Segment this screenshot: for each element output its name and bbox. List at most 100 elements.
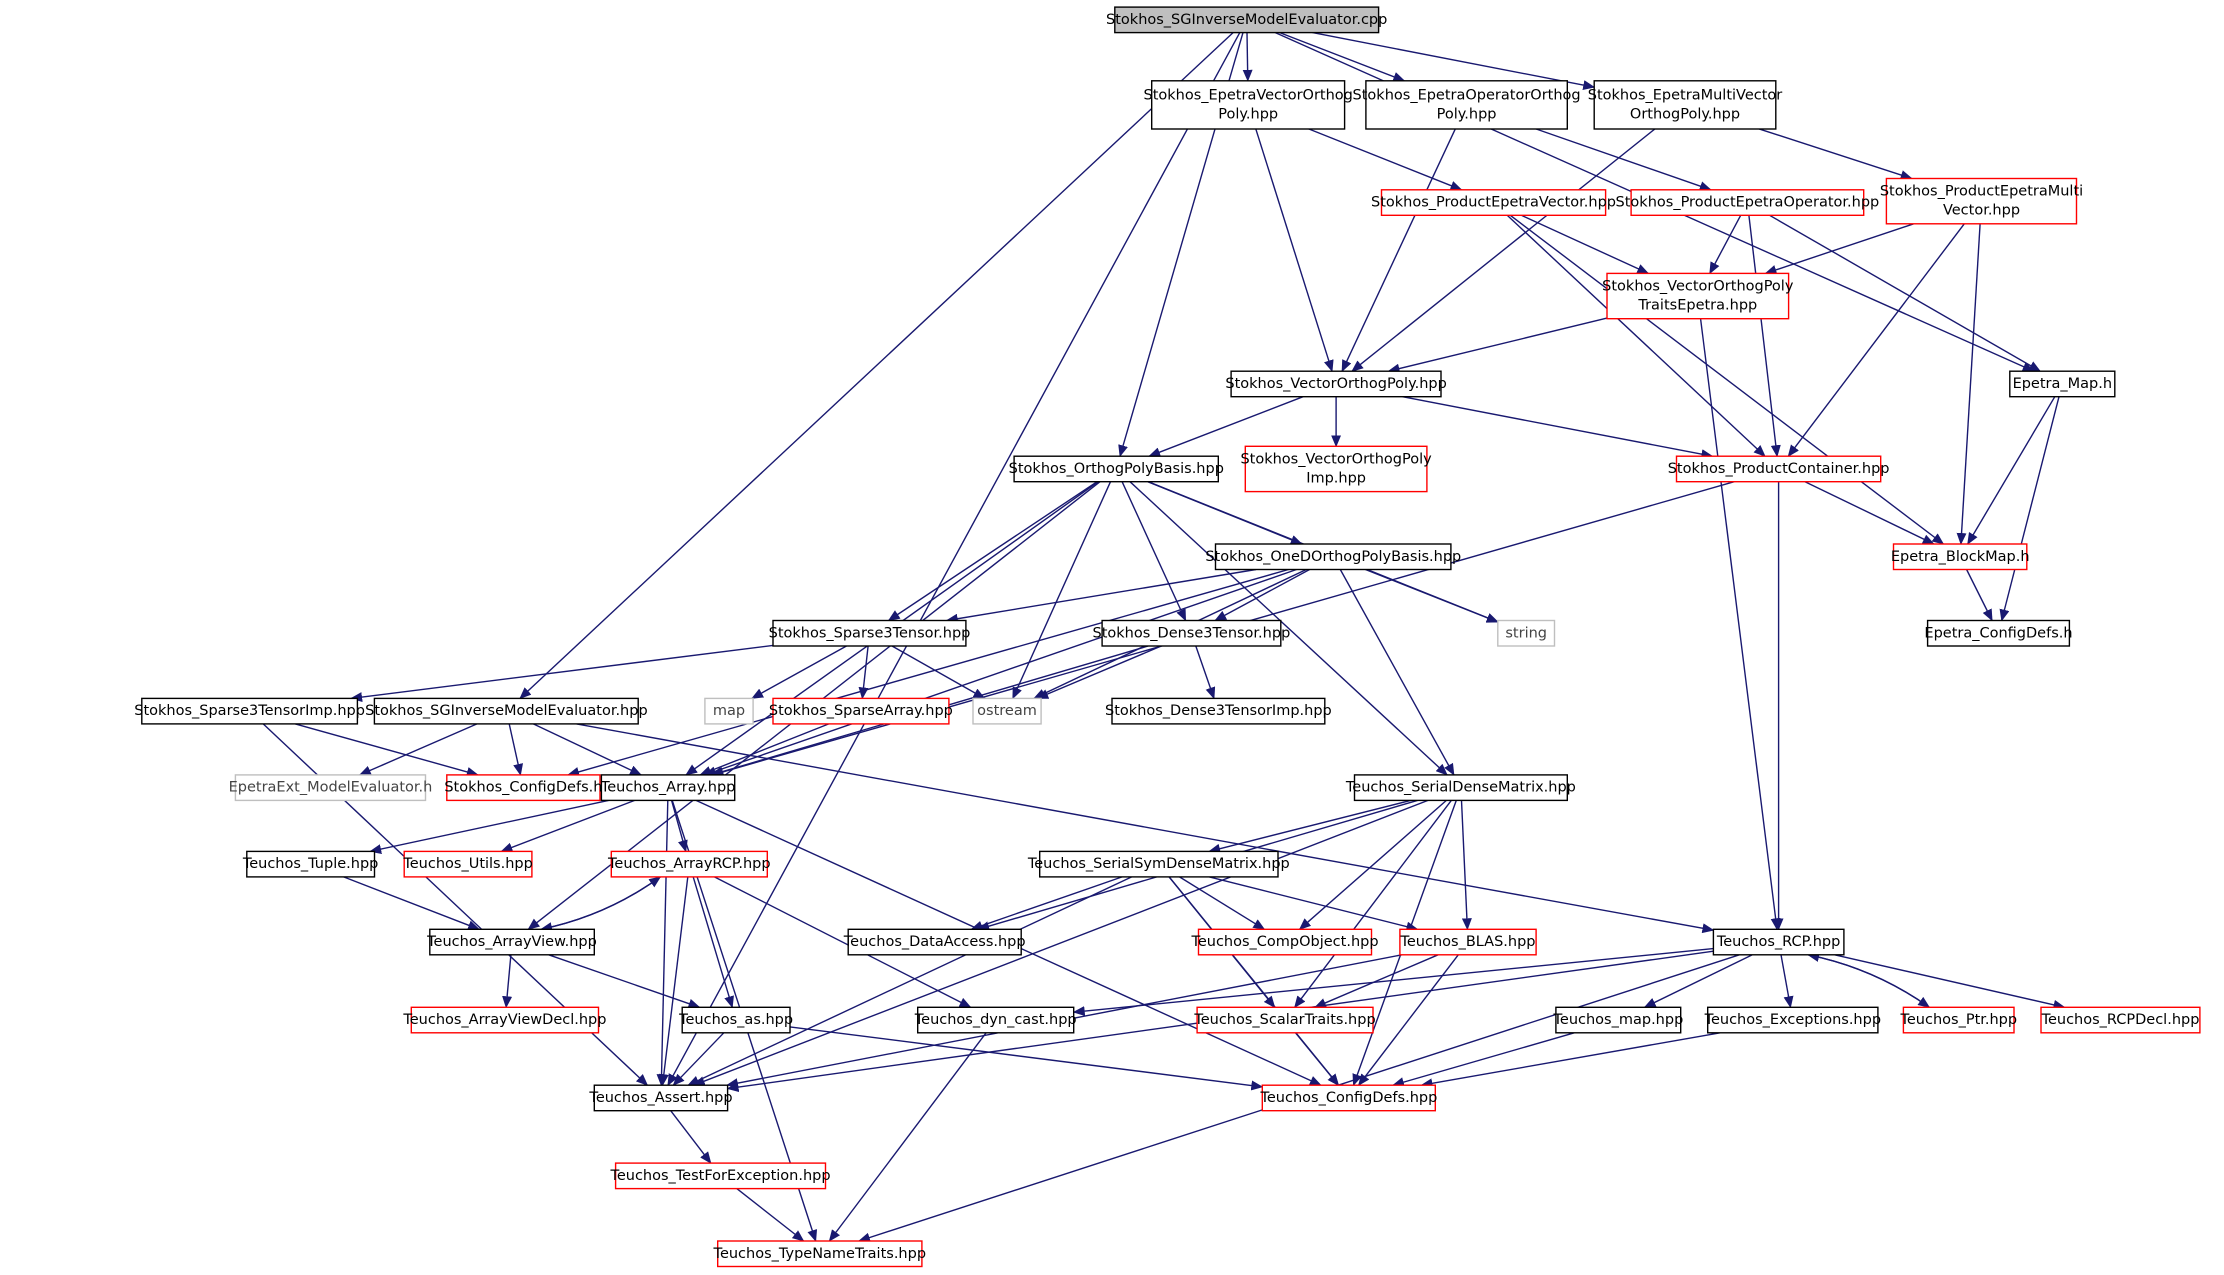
node-oned[interactable]: Stokhos_OneDOrthogPolyBasis.hpp: [1205, 543, 1461, 571]
node-util[interactable]: Teuchos_Utils.hpp: [402, 850, 533, 878]
edge-epop-to-peo: [1535, 128, 1712, 191]
node-rcpd[interactable]: Teuchos_RCPDecl.hpp: [2040, 1006, 2201, 1034]
node-da[interactable]: Teuchos_DataAccess.hpp: [843, 928, 1026, 956]
node-box: [1885, 177, 2078, 225]
node-label: Stokhos_EpetraOperatorOrthog: [1353, 87, 1581, 103]
node-blas[interactable]: Teuchos_BLAS.hpp: [1399, 928, 1537, 956]
edge-st-to-tcfg: [1294, 1032, 1340, 1086]
node-label: Imp.hpp: [1306, 470, 1366, 486]
node-tnt[interactable]: Teuchos_TypeNameTraits.hpp: [713, 1240, 926, 1268]
node-box: [446, 774, 601, 802]
edge-sarr-to-tarr: [699, 723, 830, 776]
node-box: [1926, 619, 2071, 647]
node-scfg[interactable]: Stokhos_ConfigDefs.h: [444, 774, 602, 802]
node-vop[interactable]: Stokhos_VectorOrthogPoly.hpp: [1225, 370, 1447, 398]
node-label: Teuchos_TestForException.hpp: [609, 1168, 830, 1184]
node-epmap[interactable]: Epetra_Map.h: [2009, 370, 2116, 398]
edge-peo-to-pcont: [1748, 215, 1781, 458]
node-map[interactable]: map: [704, 697, 754, 725]
node-box: [1675, 455, 1882, 483]
node-st[interactable]: Teuchos_ScalarTraits.hpp: [1193, 1006, 1376, 1034]
node-box: [917, 1006, 1075, 1034]
node-eeme[interactable]: EpetraExt_ModelEvaluator.h: [229, 774, 433, 802]
node-box: [1380, 189, 1607, 217]
edge-epvec-to-vop: [1255, 128, 1334, 373]
node-box: [772, 619, 967, 647]
node-avd[interactable]: Teuchos_ArrayViewDecl.hpp: [402, 1006, 606, 1034]
node-string[interactable]: string: [1497, 619, 1556, 647]
edge-pcont-to-bmap: [1804, 481, 1935, 545]
node-av[interactable]: Teuchos_ArrayView.hpp: [426, 928, 597, 956]
node-label: Stokhos_Dense3TensorImp.hpp: [1105, 703, 1332, 719]
node-d3timp[interactable]: Stokhos_Dense3TensorImp.hpp: [1105, 697, 1332, 725]
node-box: [403, 850, 533, 878]
edge-vopte-to-rcp: [1699, 318, 1781, 931]
node-ptr[interactable]: Teuchos_Ptr.hpp: [1899, 1006, 2017, 1034]
node-tfe[interactable]: Teuchos_TestForException.hpp: [609, 1162, 831, 1190]
node-tup[interactable]: Teuchos_Tuple.hpp: [242, 850, 379, 878]
node-box: [704, 697, 754, 725]
node-label: Teuchos_Ptr.hpp: [1899, 1012, 2017, 1028]
node-tcfg[interactable]: Teuchos_ConfigDefs.hpp: [1259, 1084, 1437, 1112]
edge-root-to-epmv: [1312, 31, 1596, 91]
edge-arcp-to-dync: [714, 876, 972, 1008]
node-dync[interactable]: Teuchos_dyn_cast.hpp: [914, 1006, 1077, 1034]
edge-sdm-to-blas: [1460, 800, 1472, 931]
node-label: Teuchos_TypeNameTraits.hpp: [713, 1246, 926, 1262]
node-box: [1606, 272, 1790, 320]
node-label: ostream: [977, 703, 1037, 719]
node-sarr[interactable]: Stokhos_SparseArray.hpp: [769, 697, 953, 725]
node-exc[interactable]: Teuchos_Exceptions.hpp: [1704, 1006, 1881, 1034]
node-box: [2009, 370, 2116, 398]
edge-opb-to-s3t: [887, 481, 1098, 622]
node-label: Poly.hpp: [1437, 106, 1497, 122]
node-box: [681, 1006, 791, 1034]
node-ostream[interactable]: ostream: [972, 697, 1042, 725]
node-tarr[interactable]: Teuchos_Array.hpp: [600, 774, 736, 802]
node-label: Stokhos_ProductEpetraMulti: [1880, 184, 2083, 200]
node-cobj[interactable]: Teuchos_CompObject.hpp: [1190, 928, 1379, 956]
edge-pemv-to-pcont: [1787, 223, 1965, 457]
node-assert[interactable]: Teuchos_Assert.hpp: [588, 1084, 733, 1112]
node-label: Epetra_ConfigDefs.h: [1924, 625, 2072, 641]
node-s3timp[interactable]: Stokhos_Sparse3TensorImp.hpp: [134, 697, 365, 725]
node-d3t[interactable]: Stokhos_Dense3Tensor.hpp: [1093, 619, 1291, 647]
node-ssdm[interactable]: Teuchos_SerialSymDenseMatrix.hpp: [1027, 850, 1290, 878]
node-s3t[interactable]: Stokhos_Sparse3Tensor.hpp: [769, 619, 971, 647]
edge-rcp-to-rcpd: [1834, 954, 2066, 1010]
edge-blas-to-tcfg: [1357, 954, 1459, 1086]
edge-ptr-to-rcp: [1807, 952, 1930, 1008]
node-peo[interactable]: Stokhos_ProductEpetraOperator.hpp: [1616, 189, 1880, 217]
node-label: Epetra_BlockMap.h: [1891, 549, 2030, 565]
edge-assert-to-tfe: [670, 1110, 712, 1164]
node-pcont[interactable]: Stokhos_ProductContainer.hpp: [1668, 455, 1890, 483]
edge-tup-to-av: [343, 876, 481, 930]
node-box: [1902, 1006, 2015, 1034]
node-arcp[interactable]: Teuchos_ArrayRCP.hpp: [607, 850, 771, 878]
node-box: [1230, 370, 1442, 398]
edge-tarr-to-arcp: [670, 800, 688, 853]
node-ecfg[interactable]: Epetra_ConfigDefs.h: [1924, 619, 2073, 647]
node-label: Stokhos_VectorOrthogPoly: [1602, 279, 1794, 295]
node-opb[interactable]: Stokhos_OrthogPolyBasis.hpp: [1009, 455, 1224, 483]
node-bmap[interactable]: Epetra_BlockMap.h: [1891, 543, 2030, 571]
edge-epmap-to-ecfg: [1999, 396, 2060, 622]
node-label: Stokhos_Sparse3Tensor.hpp: [769, 625, 971, 641]
edge-vop-to-opb: [1148, 396, 1304, 457]
node-tmap[interactable]: Teuchos_map.hpp: [1553, 1006, 1684, 1034]
node-sdm[interactable]: Teuchos_SerialDenseMatrix.hpp: [1345, 774, 1576, 802]
node-sgime[interactable]: Stokhos_SGInverseModelEvaluator.hpp: [365, 697, 648, 725]
edge-oned-to-scfg: [567, 568, 1289, 777]
node-rcp[interactable]: Teuchos_RCP.hpp: [1712, 928, 1845, 956]
node-box: [610, 850, 768, 878]
node-pev[interactable]: Stokhos_ProductEpetraVector.hpp: [1371, 189, 1616, 217]
edge-ssdm-to-cobj: [1179, 876, 1266, 930]
node-as[interactable]: Teuchos_as.hpp: [678, 1006, 793, 1034]
node-root[interactable]: Stokhos_SGInverseModelEvaluator.cpp: [1106, 6, 1387, 34]
